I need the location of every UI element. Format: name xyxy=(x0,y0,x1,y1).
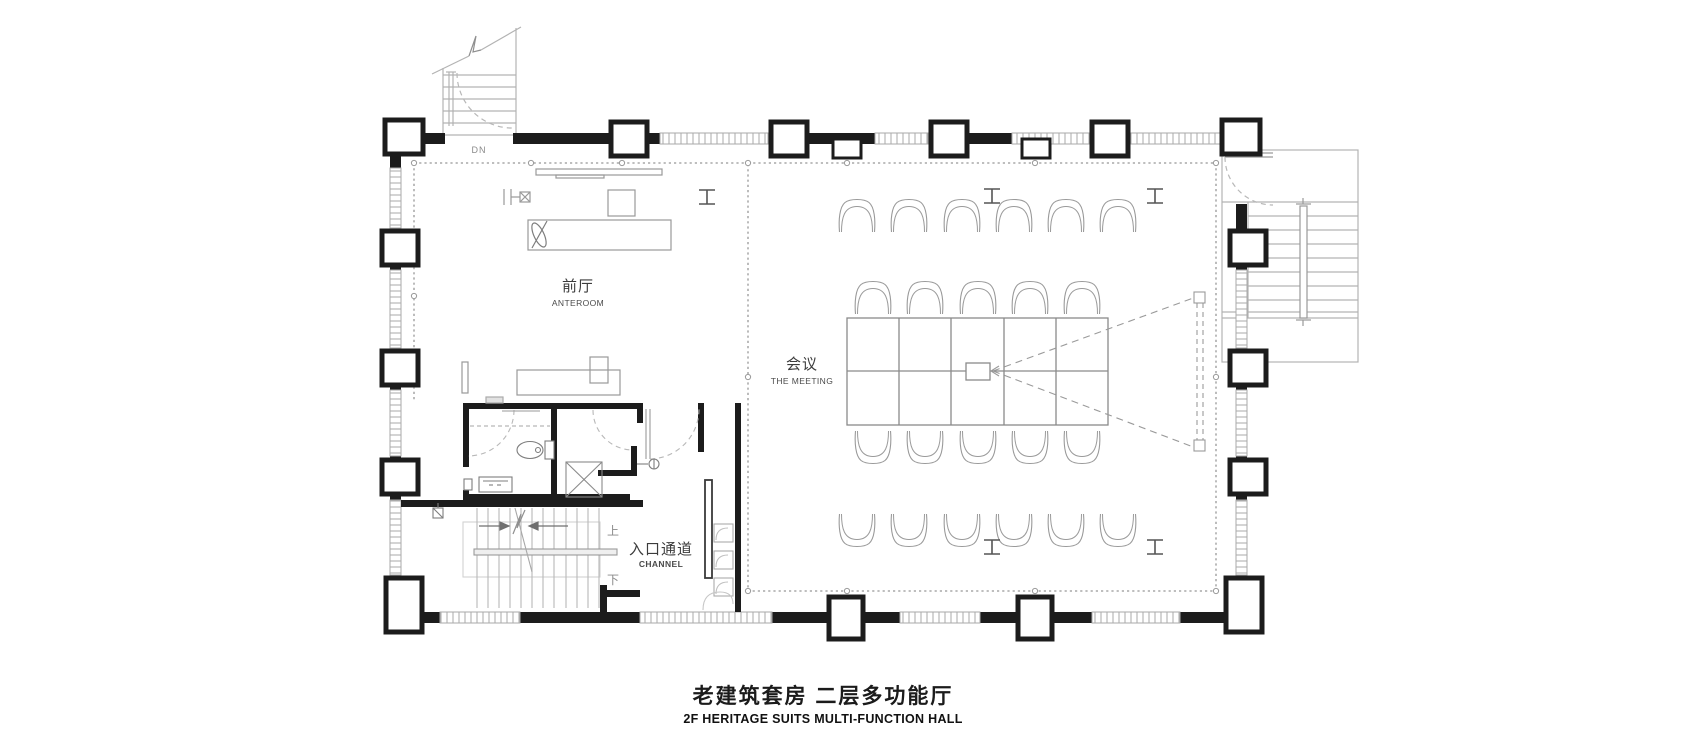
stair-down-annotation: DN xyxy=(472,145,487,155)
toilet xyxy=(516,440,544,460)
wc-door-swing xyxy=(467,409,515,457)
corridor-door-swing xyxy=(649,408,700,460)
building-walls xyxy=(379,117,1269,642)
stair-handrail xyxy=(473,548,618,556)
entry-stair xyxy=(432,503,618,608)
stacked-chairs xyxy=(702,523,734,611)
stair-down-label: 下 xyxy=(607,573,619,587)
drawing-title-en: 2F HERITAGE SUITS MULTI-FUNCTION HALL xyxy=(683,712,962,726)
boundary-survey-points xyxy=(410,159,1220,595)
screen-bottom-cap xyxy=(1193,439,1206,452)
shower-box xyxy=(565,461,603,498)
meeting-label-en: THE MEETING xyxy=(771,376,834,386)
exterior-stair-top-left xyxy=(431,26,522,137)
side-table xyxy=(516,369,621,396)
channel-storage xyxy=(702,479,734,611)
channel-label-en: CHANNEL xyxy=(639,559,683,569)
conference-table xyxy=(846,317,1109,426)
interior-walls xyxy=(401,403,741,612)
console-shelf xyxy=(535,168,663,176)
projector xyxy=(965,362,991,381)
anteroom-label-en: ANTEROOM xyxy=(552,298,604,308)
washroom xyxy=(463,408,700,498)
equipment-door-swing xyxy=(592,409,634,451)
screen-top-cap xyxy=(1193,291,1206,304)
stair-up-label: 上 xyxy=(607,524,619,538)
drawing-title-cn: 老建筑套房 二层多功能厅 xyxy=(693,684,954,708)
level-marker xyxy=(432,503,444,519)
anteroom-label-cn: 前厅 xyxy=(562,278,594,295)
channel-label-cn: 入口通道 xyxy=(629,541,693,558)
meeting-label-cn: 会议 xyxy=(786,356,818,373)
sliding-partition xyxy=(704,479,713,579)
stool xyxy=(607,189,636,217)
anteroom-furniture xyxy=(461,168,672,404)
sink xyxy=(478,476,513,493)
reception-desk xyxy=(527,219,672,251)
projection-lines xyxy=(989,291,1206,452)
meeting-room xyxy=(698,188,1206,555)
